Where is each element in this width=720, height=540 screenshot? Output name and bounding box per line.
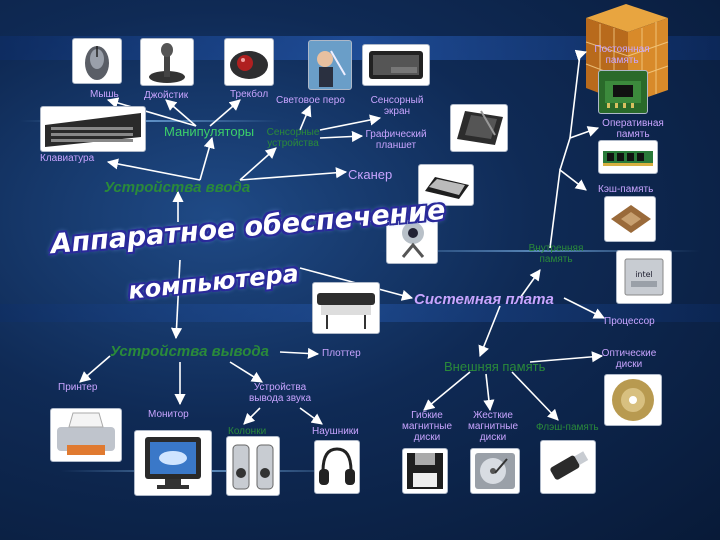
connector-arrow xyxy=(170,259,183,340)
connector-arrow xyxy=(569,49,588,139)
label-floppy: Гибкие магнитные диски xyxy=(401,410,453,443)
label-light-pen: Световое перо xyxy=(276,95,345,106)
connector-arrow xyxy=(209,99,241,127)
label-headphones: Наушники xyxy=(312,426,359,437)
connector-arrow xyxy=(549,168,587,249)
label-trackball: Трекбол xyxy=(230,89,269,100)
joystick-image xyxy=(140,38,194,86)
connector-arrow xyxy=(511,371,559,421)
connector-arrow xyxy=(299,104,312,131)
speakers-image xyxy=(226,436,280,496)
label-input-devices: Устройства ввода xyxy=(104,179,251,196)
touchscreen-image xyxy=(362,44,430,86)
label-sound-output: Устройства вывода звука xyxy=(248,382,312,404)
label-touch-devices: Сенсорные устройства xyxy=(266,127,320,149)
flash-drive-image xyxy=(540,440,596,494)
floppy-disk-image xyxy=(402,448,448,494)
connector-arrow xyxy=(529,351,604,363)
connector-arrow xyxy=(259,213,328,225)
svg-text:intel: intel xyxy=(635,270,653,279)
connector-arrow xyxy=(165,99,197,127)
label-monitor: Монитор xyxy=(148,409,189,420)
connector-arrow xyxy=(483,373,495,412)
connector-arrow xyxy=(563,297,606,319)
headphones-image xyxy=(314,440,360,494)
connector-arrow xyxy=(279,347,320,360)
background-streak xyxy=(20,120,280,122)
label-scanner: Сканер xyxy=(348,167,393,182)
label-plotter: Плоттер xyxy=(322,348,361,359)
label-internal-memory: Внутренняя память xyxy=(528,243,584,265)
monitor-image xyxy=(134,430,212,496)
cache-chip-image xyxy=(604,196,656,242)
connector-arrow xyxy=(229,361,263,383)
connector-arrow xyxy=(239,167,348,181)
label-cache: Кэш-память xyxy=(598,184,654,195)
label-printer: Принтер xyxy=(58,382,98,393)
connector-arrow xyxy=(199,136,215,181)
printer-image xyxy=(50,408,122,462)
connector-arrow xyxy=(106,158,201,181)
webcam-image xyxy=(386,212,438,264)
label-joystick: Джойстик xyxy=(144,90,189,101)
light-pen-image xyxy=(308,40,352,90)
ram-module-image xyxy=(598,140,658,174)
connector-arrow xyxy=(319,130,364,143)
label-output-devices: Устройства вывода xyxy=(110,343,269,360)
background-streak xyxy=(380,250,700,252)
connector-arrow xyxy=(79,355,111,383)
label-ram: Оперативная память xyxy=(602,118,664,140)
connector-arrow xyxy=(239,147,277,181)
label-graphics-tablet: Графический планшет xyxy=(365,129,427,151)
label-cameras: Камеры xyxy=(328,210,376,225)
connector-arrow xyxy=(319,114,382,131)
connector-arrow xyxy=(423,371,471,411)
graphics-tablet-image xyxy=(450,104,508,152)
scanner-image xyxy=(418,164,474,206)
connector-arrow xyxy=(519,269,541,299)
label-motherboard: Системная плата xyxy=(414,291,554,308)
mouse-image xyxy=(72,38,122,84)
label-touchscreen: Сенсорный экран xyxy=(370,95,424,117)
keyboard-image xyxy=(40,106,146,152)
connector-arrow xyxy=(106,97,197,127)
connector-arrow xyxy=(299,407,323,425)
label-long-term-memory: Постоянная память xyxy=(594,44,650,66)
label-speakers: Колонки xyxy=(228,426,267,437)
label-optical-discs: Оптические диски xyxy=(601,348,657,370)
label-keyboard: Клавиатура xyxy=(40,153,95,164)
rom-chip-image xyxy=(598,70,648,114)
decorative-cube xyxy=(585,4,669,104)
connector-arrow xyxy=(478,305,501,358)
optical-disc-image xyxy=(604,374,662,426)
label-hdd: Жесткие магнитные диски xyxy=(467,410,519,443)
connector-arrow xyxy=(243,407,261,425)
hard-drive-image xyxy=(470,448,520,494)
label-cpu: Процессор xyxy=(604,316,655,327)
label-flash: Флэш-память xyxy=(536,422,599,433)
label-manipulators: Манипуляторы xyxy=(164,124,255,139)
cpu-image: intel xyxy=(616,250,672,304)
label-mouse: Мышь xyxy=(90,89,119,100)
label-external-memory: Внешняя память xyxy=(444,359,546,374)
plotter-image xyxy=(312,282,380,334)
trackball-image xyxy=(224,38,274,86)
